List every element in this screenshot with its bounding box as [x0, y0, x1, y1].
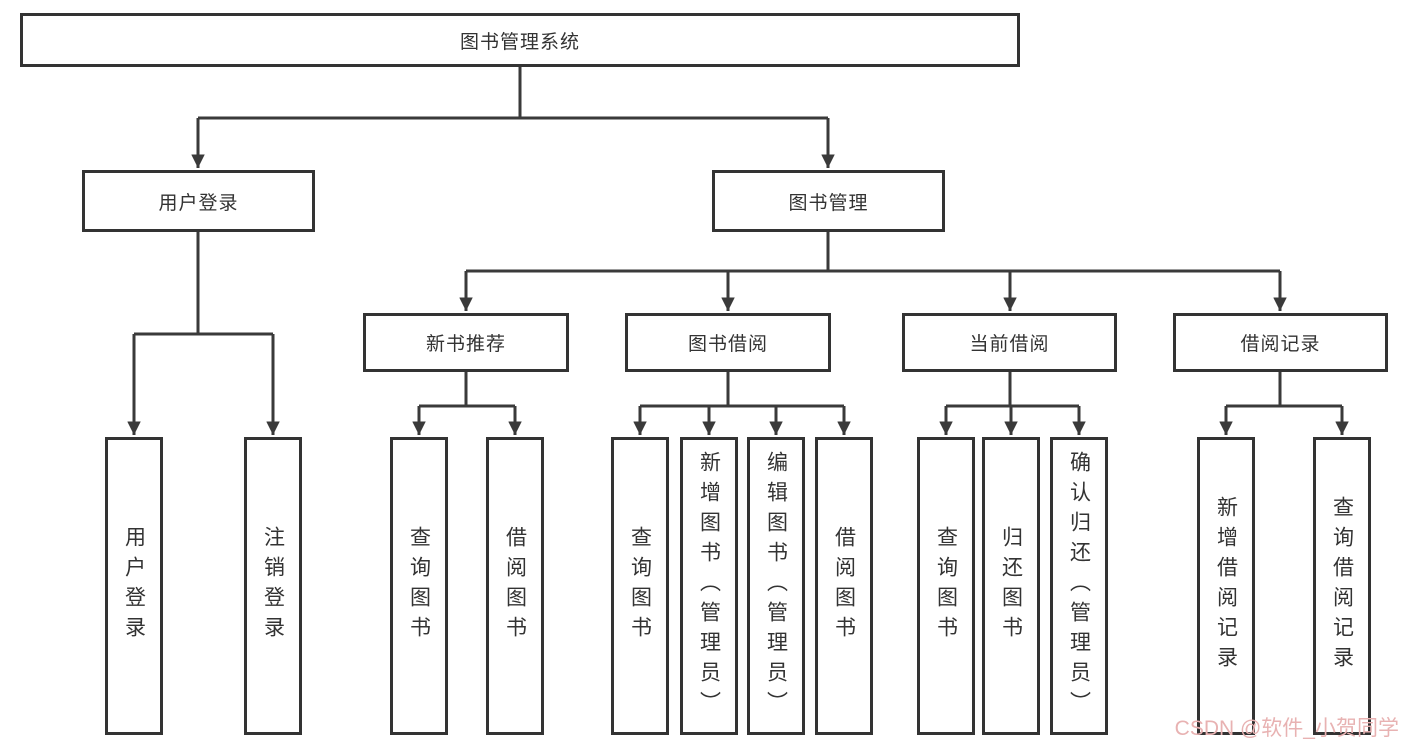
- connector-root-bus: [198, 67, 828, 120]
- connector-borrowing-records-bus: [1226, 372, 1342, 408]
- leaf-query-borrow-record-label: 查询借阅记录: [1330, 496, 1354, 676]
- node-root: 图书管理系统: [20, 13, 1020, 67]
- leaf-query-books-current-label: 查询图书: [934, 526, 958, 646]
- node-book-management: 图书管理: [712, 170, 945, 232]
- connector-current-borrowing-bus: [946, 372, 1079, 408]
- node-current-borrowing: 当前借阅: [902, 313, 1117, 372]
- leaf-borrow-books-recommend-label: 借阅图书: [503, 526, 527, 646]
- leaf-return-book-label: 归还图书: [999, 526, 1023, 646]
- node-new-book-recommend-label: 新书推荐: [425, 334, 506, 355]
- leaf-confirm-return-admin: 确认归还（管理员）: [1050, 437, 1108, 735]
- leaf-add-book-admin-label: 新增图书（管理员）: [697, 451, 721, 721]
- leaf-logout: 注销登录: [244, 437, 302, 735]
- csdn-watermark: CSDN @软件_小贺同学: [1174, 717, 1399, 740]
- connector-new-book-recommend-bus: [419, 372, 515, 408]
- connector-book-management-bus: [466, 232, 1280, 273]
- leaf-query-borrow-record: 查询借阅记录: [1313, 437, 1371, 735]
- node-root-label: 图书管理系统: [459, 31, 580, 53]
- leaf-edit-book-admin: 编辑图书（管理员）: [747, 437, 805, 735]
- connector-book-borrowing-bus: [640, 372, 844, 408]
- leaf-add-book-admin: 新增图书（管理员）: [680, 437, 738, 735]
- leaf-user-login-label: 用户登录: [122, 526, 146, 646]
- leaf-edit-book-admin-label: 编辑图书（管理员）: [764, 451, 788, 721]
- leaf-borrow-books-borrowing: 借阅图书: [815, 437, 873, 735]
- node-borrowing-records-label: 借阅记录: [1240, 334, 1321, 355]
- node-user-login-label: 用户登录: [158, 192, 239, 214]
- node-book-borrowing-label: 图书借阅: [687, 334, 768, 355]
- leaf-query-books-recommend: 查询图书: [390, 437, 448, 735]
- node-user-login: 用户登录: [82, 170, 315, 232]
- leaf-query-books-borrowing-label: 查询图书: [628, 526, 652, 646]
- node-book-borrowing: 图书借阅: [625, 313, 831, 372]
- leaf-query-books-borrowing: 查询图书: [611, 437, 669, 735]
- leaf-borrow-books-borrowing-label: 借阅图书: [832, 526, 856, 646]
- leaf-logout-label: 注销登录: [261, 526, 285, 646]
- leaf-borrow-books-recommend: 借阅图书: [486, 437, 544, 735]
- node-current-borrowing-label: 当前借阅: [969, 334, 1050, 355]
- leaf-confirm-return-admin-label: 确认归还（管理员）: [1067, 451, 1091, 721]
- leaf-user-login: 用户登录: [105, 437, 163, 735]
- node-new-book-recommend: 新书推荐: [363, 313, 569, 372]
- leaf-query-books-recommend-label: 查询图书: [407, 526, 431, 646]
- leaf-add-borrow-record-label: 新增借阅记录: [1214, 496, 1238, 676]
- node-borrowing-records: 借阅记录: [1173, 313, 1388, 372]
- connector-user-login-bus: [134, 232, 273, 336]
- leaf-add-borrow-record: 新增借阅记录: [1197, 437, 1255, 735]
- leaf-query-books-current: 查询图书: [917, 437, 975, 735]
- leaf-return-book: 归还图书: [982, 437, 1040, 735]
- node-book-management-label: 图书管理: [788, 192, 869, 214]
